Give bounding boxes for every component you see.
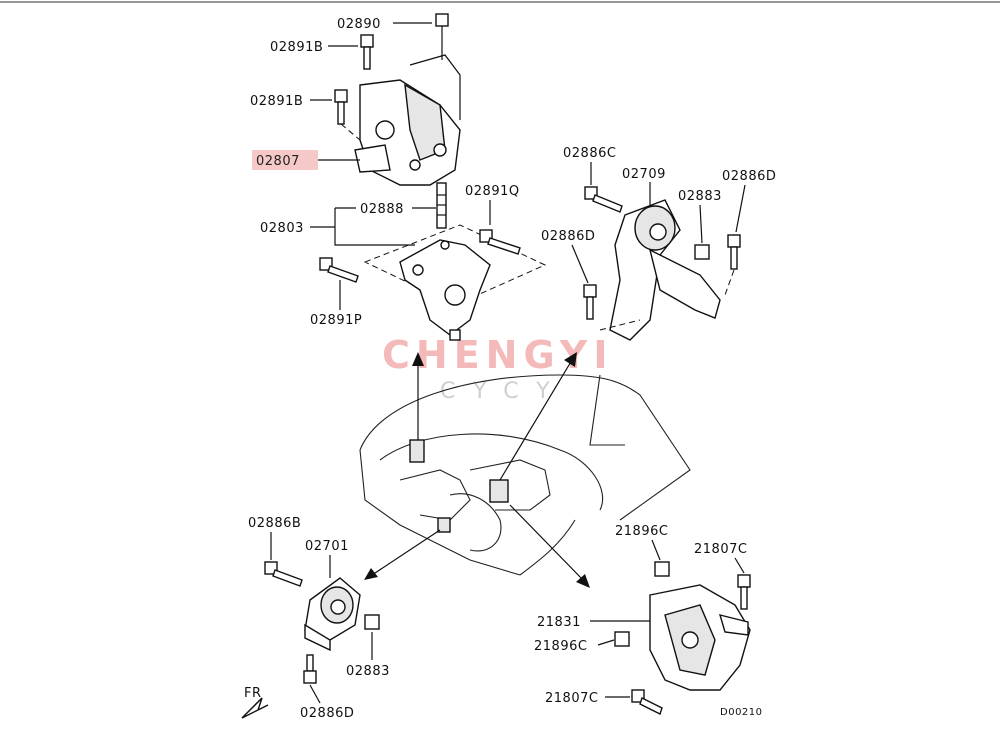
- label-02709: 02709: [622, 167, 666, 182]
- bolt-21807C-lower: [631, 689, 663, 715]
- mount-02701: [304, 577, 361, 652]
- nut-02883-lower: [364, 614, 380, 630]
- lower-bracket-02803: [363, 224, 547, 341]
- label-02891Q: 02891Q: [465, 184, 520, 199]
- nut-02883-upper: [694, 244, 710, 260]
- label-02886B: 02886B: [248, 516, 301, 531]
- bolt-02886D-left: [583, 284, 597, 320]
- leader-lines: [270, 22, 746, 704]
- engine-mount-location-left: [437, 517, 451, 533]
- bolt-02886C: [584, 186, 623, 213]
- diagram-code: D00210: [720, 707, 763, 718]
- label-02883-lower: 02883: [346, 664, 390, 679]
- engine-mount-location-right: [489, 479, 509, 503]
- label-02701: 02701: [305, 539, 349, 554]
- label-02803: 02803: [260, 221, 304, 236]
- label-02890: 02890: [337, 17, 381, 32]
- mount-21831: [649, 584, 751, 691]
- bolt-02886D-bottom: [303, 654, 317, 684]
- engine-mount-location-upper: [409, 439, 425, 463]
- arrow-to-rear-mount: [509, 504, 590, 588]
- bolt-02890: [435, 13, 449, 60]
- bolt-02886D-right: [724, 234, 741, 296]
- bolt-02891Q: [479, 229, 521, 255]
- label-21831: 21831: [537, 615, 581, 630]
- label-21896C-upper: 21896C: [615, 524, 668, 539]
- label-02807: 02807: [256, 154, 300, 169]
- nut-21896C-upper: [654, 561, 670, 577]
- label-02886D-bottom: 02886D: [300, 706, 354, 721]
- arrow-to-upper-mount: [412, 352, 424, 440]
- label-02807-highlight: [252, 150, 318, 170]
- bolt-02891B-upper: [360, 34, 374, 70]
- bolt-02891B-lower: [334, 89, 361, 141]
- mount-bracket-02709: [599, 199, 721, 341]
- upper-mount-bracket-02807: [354, 54, 461, 186]
- nut-21896C-lower: [614, 631, 630, 647]
- watermark-brand: CHENGYI: [382, 333, 613, 377]
- label-21807C-upper: 21807C: [694, 542, 747, 557]
- label-02883-upper: 02883: [678, 189, 722, 204]
- bolt-21807C-upper: [737, 574, 751, 610]
- stud-02888: [436, 182, 447, 229]
- label-02886D-left: 02886D: [541, 229, 595, 244]
- label-02886C: 02886C: [563, 146, 616, 161]
- bolt-02891P: [319, 257, 359, 283]
- label-fr: FR: [244, 686, 262, 701]
- label-02891B-lower: 02891B: [250, 94, 303, 109]
- label-21896C-lower: 21896C: [534, 639, 587, 654]
- label-02891P: 02891P: [310, 313, 362, 328]
- vehicle-body-outline: [359, 374, 691, 576]
- label-21807C-lower: 21807C: [545, 691, 598, 706]
- arrow-to-right-mount: [499, 352, 577, 481]
- front-direction-indicator: [241, 697, 269, 719]
- label-02886D-right: 02886D: [722, 169, 776, 184]
- arrow-to-left-mount: [364, 529, 441, 580]
- label-02888: 02888: [360, 202, 404, 217]
- watermark-sub: CYCY: [440, 379, 568, 404]
- label-02891B-upper: 02891B: [270, 40, 323, 55]
- bolt-02886B: [264, 561, 303, 587]
